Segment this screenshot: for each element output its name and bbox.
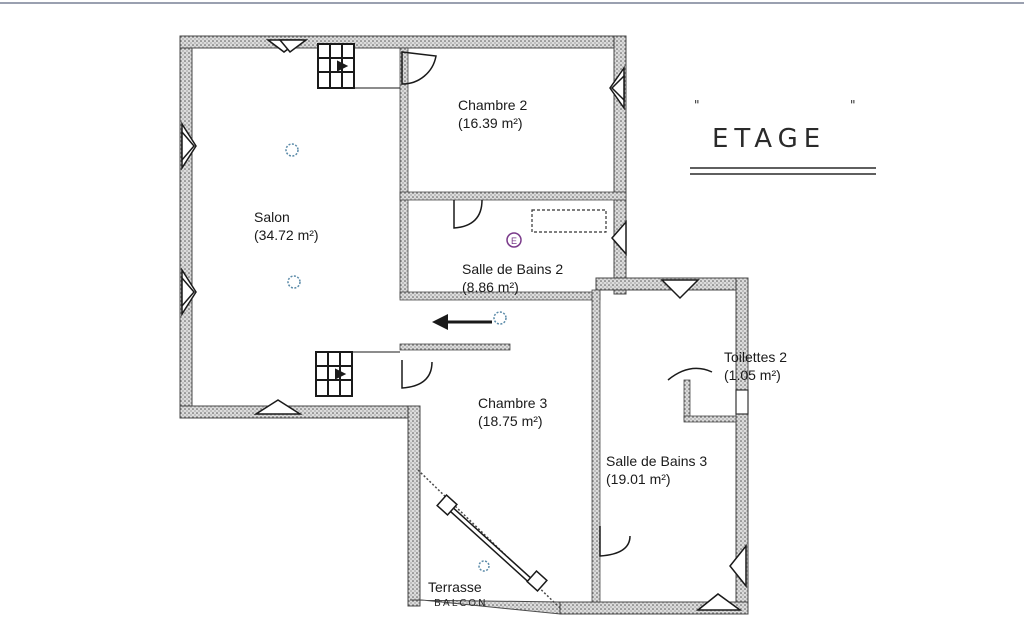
- electric-meter-icon: [506, 232, 522, 248]
- terrace-wall: [409, 599, 561, 615]
- toilet-fixture: [735, 389, 749, 415]
- stairs-top: [317, 43, 400, 89]
- room-name: Chambre 2: [458, 97, 528, 113]
- room-area: (34.72 m²): [254, 227, 319, 243]
- terrasse-note: BALCON: [434, 598, 488, 609]
- room-area: (16.39 m²): [458, 115, 523, 131]
- room-name: Toilettes 2: [724, 349, 788, 365]
- room-area: (18.75 m²): [478, 413, 543, 429]
- title-underline: [690, 167, 876, 175]
- windows: [181, 39, 747, 611]
- page-title: ETAGE: [712, 124, 827, 154]
- room-area: (19.01 m²): [606, 471, 671, 487]
- terrace-door: [436, 494, 548, 592]
- room-salon: Salon (34.72 m²): [254, 208, 319, 244]
- room-salle-de-bains-3: Salle de Bains 3 (19.01 m²): [606, 452, 707, 488]
- room-area: (1.05 m²): [724, 367, 781, 383]
- room-toilettes-2: Toilettes 2 (1.05 m²): [724, 348, 787, 384]
- stairs-bottom: [315, 351, 400, 397]
- ceiling-fixtures: [285, 143, 507, 572]
- room-name: Salon: [254, 209, 290, 225]
- room-name: Salle de Bains 2: [462, 261, 564, 277]
- room-terrasse: Terrasse: [428, 578, 482, 596]
- room-name: Salle de Bains 3: [606, 453, 708, 469]
- room-name: Chambre 3: [478, 395, 548, 411]
- title-quote-open: ": [694, 98, 706, 112]
- room-chambre-2: Chambre 2 (16.39 m²): [458, 96, 527, 132]
- corridor-arrow: [432, 314, 492, 330]
- doors: [401, 51, 713, 557]
- interior-walls: [399, 47, 737, 603]
- room-salle-de-bains-2: Salle de Bains 2 (8.86 m²): [462, 260, 563, 296]
- room-name: Terrasse: [428, 579, 482, 595]
- electric-meter-label: E: [511, 236, 517, 246]
- bathtub: [531, 209, 607, 233]
- room-chambre-3: Chambre 3 (18.75 m²): [478, 394, 547, 430]
- room-area: (8.86 m²): [462, 279, 519, 295]
- title-quote-close: ": [850, 98, 862, 112]
